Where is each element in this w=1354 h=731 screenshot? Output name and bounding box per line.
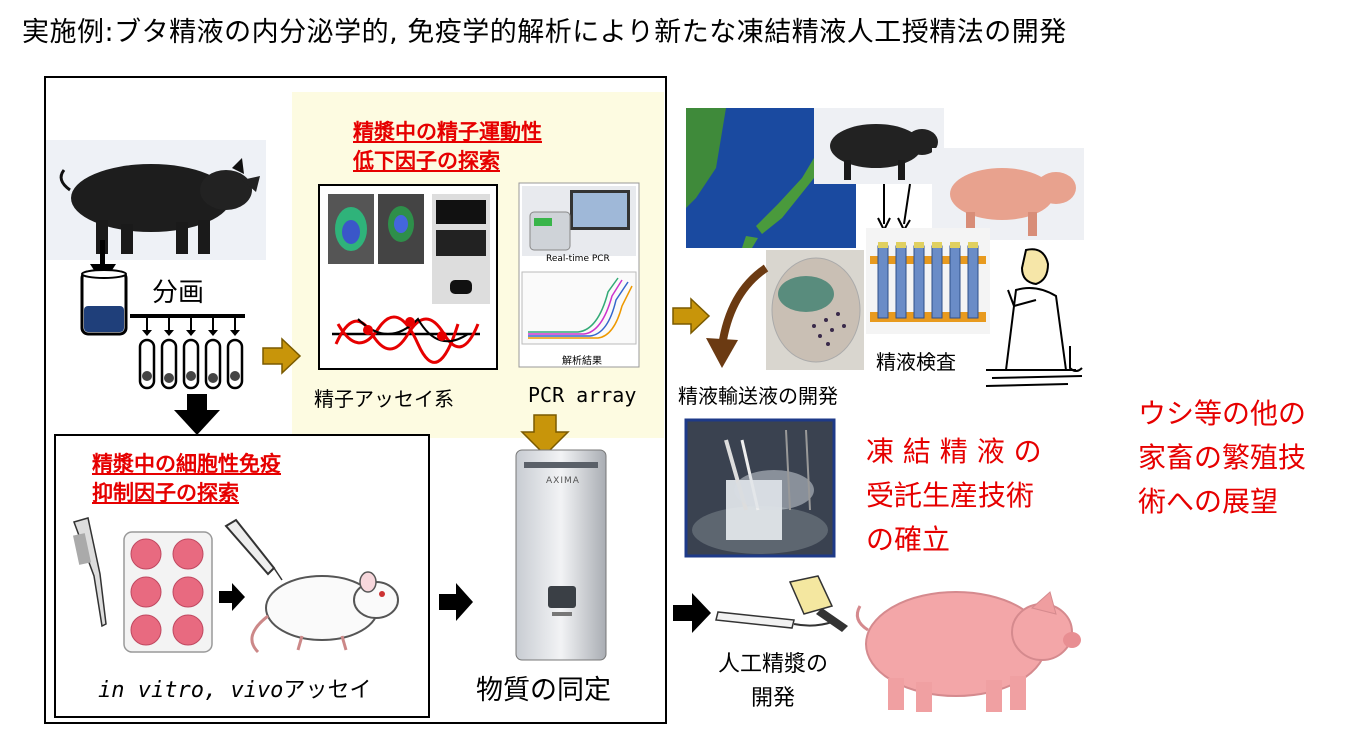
instrument-brand: AXIMA: [546, 476, 580, 486]
motility-heading-line2: 低下因子の探索: [353, 149, 500, 173]
pcr-result-caption: 解析結果: [562, 356, 602, 367]
fractionation-label: 分画: [152, 278, 205, 308]
motility-heading: 精漿中の精子運動性 低下因子の探索: [353, 118, 542, 176]
transport-label: 精液輸送液の開発: [678, 384, 838, 408]
immune-heading-line1: 精漿中の細胞性免疫: [92, 452, 281, 476]
fraction-tubes-image: [130, 314, 245, 390]
down-arrow-icon: [174, 394, 220, 435]
sperm-assay-image: [318, 184, 498, 370]
assay-label-italic: in vitro, vivo: [98, 678, 284, 703]
outlook-line1: ウシ等の他の: [1138, 397, 1307, 430]
immune-heading: 精漿中の細胞性免疫 抑制因子の探索: [92, 450, 281, 508]
artificial-plasma-label: 人工精漿の 開発: [700, 648, 846, 716]
outlook-text: ウシ等の他の 家畜の繁殖技 術への展望: [1138, 392, 1306, 524]
artificial-plasma-line2: 開発: [750, 686, 795, 711]
test-tube-rack-image: [866, 228, 990, 334]
frozen-semen-text: 凍 結 精 液 の 受託生産技術 の確立: [866, 430, 1042, 562]
well-plate-image: [73, 517, 213, 653]
identification-label: 物質の同定: [476, 675, 611, 706]
scientist-image: [985, 248, 1083, 387]
pcr-array-label: PCR array: [528, 383, 637, 407]
frozen-semen-image: [684, 418, 836, 558]
frozen-semen-line2: 受託生産技術: [866, 479, 1035, 512]
assay-label: in vitro, vivoアッセイ: [98, 672, 371, 704]
inspection-label: 精液検査: [876, 350, 956, 374]
outlook-line3: 術への展望: [1138, 485, 1279, 518]
frozen-semen-line3: の確立: [866, 523, 951, 556]
curved-arrow-icon: [706, 264, 769, 368]
assay-label-suffix: アッセイ: [283, 678, 372, 703]
pink-pig-image: [932, 148, 1084, 240]
outlook-line2: 家畜の繁殖技: [1138, 441, 1307, 474]
artificial-plasma-line1: 人工精漿の: [717, 652, 828, 677]
right-arrow-icon: [439, 583, 473, 621]
motility-heading-line1: 精漿中の精子運動性: [353, 120, 542, 144]
main-frame: [44, 76, 667, 724]
beaker-icon: [80, 269, 128, 336]
page-title: 実施例:ブタ精液の内分泌学的, 免疫学的解析により新たな凍結精液人工授精法の開発: [22, 17, 1067, 48]
pcr-caption: Real-time PCR: [546, 254, 610, 264]
mouse-image: [224, 518, 399, 654]
syringe-bottle-image: [715, 575, 848, 632]
immune-heading-line2: 抑制因子の探索: [92, 481, 239, 505]
sperm-assay-label: 精子アッセイ系: [314, 387, 454, 411]
right-arrow-icon: [673, 593, 711, 633]
black-pig-image: [46, 140, 266, 260]
right-arrow-icon: [219, 583, 245, 611]
mass-spectrometer-image: [515, 449, 607, 661]
right-arrow-icon: [262, 337, 302, 375]
black-pig-image: [814, 108, 944, 184]
petri-dish-image: [766, 250, 864, 370]
down-arrow-icon: [877, 183, 911, 233]
pink-pig-image: [855, 591, 1081, 712]
right-arrow-icon: [672, 297, 711, 335]
pcr-image: [518, 182, 640, 368]
down-arrow-icon: [520, 414, 570, 457]
frozen-semen-line1: 凍 結 精 液 の: [866, 435, 1042, 468]
